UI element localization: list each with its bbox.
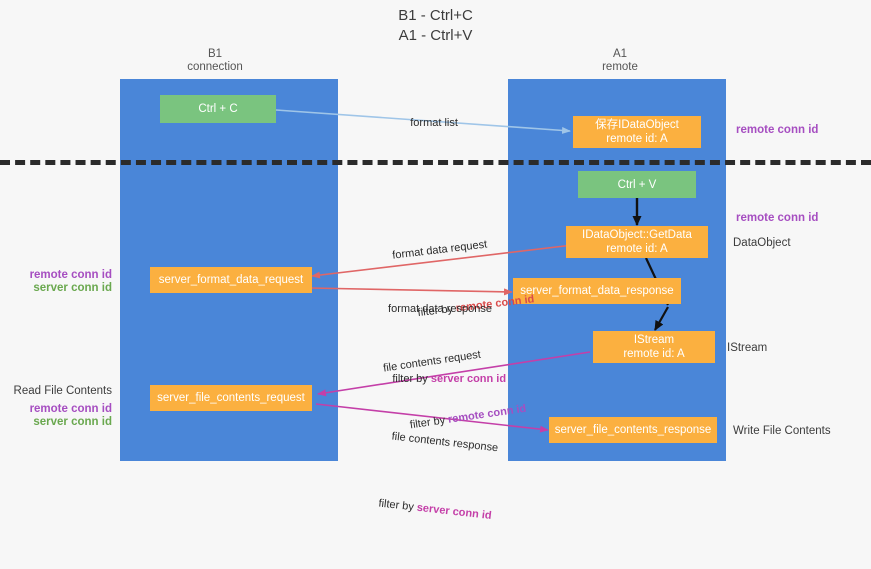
annotation-left-remote-conn-id: remote conn id	[29, 269, 112, 281]
edge-label-format-data-response-filter: filter by server conn id	[374, 357, 506, 402]
edge-format-data-request	[311, 244, 574, 279]
edge-label-file-contents-request-main: file contents request	[382, 348, 482, 375]
edge-response-to-istream	[654, 306, 669, 331]
node-ctrl-v[interactable]: Ctrl + V	[578, 171, 696, 198]
edge-file-contents-request	[317, 351, 591, 397]
node-ctrl-c[interactable]: Ctrl + C	[160, 95, 276, 123]
connector-layer	[275, 109, 669, 433]
edge-label-file-contents-response-main: file contents response	[391, 430, 499, 455]
edge-label-file-contents-response: file contents response filter by server …	[354, 397, 503, 569]
edge-label-format-data-response: format data response filter by server co…	[378, 272, 506, 432]
node-server-format-data-request[interactable]: server_format_data_request	[150, 267, 312, 293]
annotation-left-remote-conn-id-2: remote conn id	[29, 403, 112, 415]
edge-label-format-data-request-main: format data request	[391, 238, 488, 262]
column-header-a1: A1 remote	[602, 48, 638, 73]
edge-file-contents-response	[315, 403, 549, 433]
filter-prefix: filter by	[392, 373, 431, 385]
node-server-format-data-response[interactable]: server_format_data_response	[513, 278, 681, 304]
column-header-b1: B1 connection	[187, 48, 243, 73]
annotation-remote-conn-id-top: remote conn id	[736, 124, 819, 136]
edge-label-format-list: format list	[398, 101, 458, 146]
node-server-file-contents-request[interactable]: server_file_contents_request	[150, 385, 312, 411]
phase-divider	[0, 160, 871, 165]
annotation-istream: IStream	[727, 342, 768, 354]
edge-label-format-data-response-main: format data response	[388, 303, 492, 315]
filter-prefix: filter by	[377, 497, 418, 514]
node-idataobject-getdata[interactable]: IDataObject::GetData remote id: A	[566, 226, 708, 258]
edge-format-data-response	[309, 287, 513, 296]
diagram-canvas: B1 - Ctrl+C A1 - Ctrl+V B1 connection A1…	[0, 7, 871, 523]
edge-label-file-contents-response-filter: filter by server conn id	[358, 479, 494, 538]
annotation-left-server-conn-id: server conn id	[33, 282, 112, 294]
page-title: B1 - Ctrl+C A1 - Ctrl+V	[398, 7, 473, 44]
annotation-write-file-contents: Write File Contents	[733, 425, 831, 437]
node-istream[interactable]: IStream remote id: A	[593, 331, 715, 363]
annotation-left-server-conn-id-2: server conn id	[33, 416, 112, 428]
annotation-read-file-contents: Read File Contents	[13, 385, 112, 397]
annotation-remote-conn-id-mid: remote conn id	[736, 212, 819, 224]
filter-key-server-conn-id: server conn id	[430, 373, 507, 385]
edge-label-format-list-text: format list	[410, 117, 458, 129]
node-save-idataobject[interactable]: 保存IDataObject remote id: A	[573, 116, 701, 148]
edge-format-list	[275, 109, 571, 134]
annotation-dataobject: DataObject	[733, 237, 791, 249]
node-server-file-contents-response[interactable]: server_file_contents_response	[549, 417, 717, 443]
filter-key-server-conn-id: server conn id	[416, 501, 493, 523]
